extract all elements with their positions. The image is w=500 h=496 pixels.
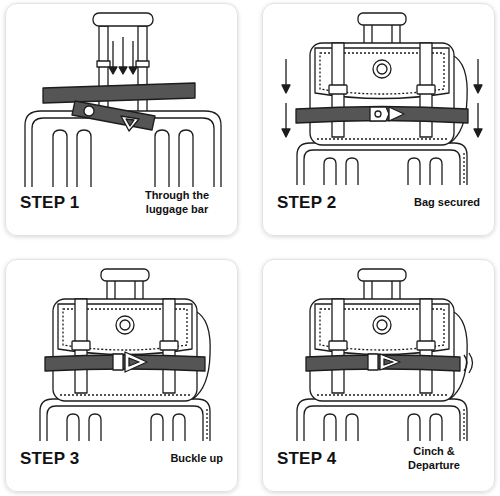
- card-footer: STEP 2 Bag secured: [277, 183, 480, 223]
- step-1-illustration: [25, 13, 221, 187]
- step-2-illustration: [282, 13, 482, 185]
- card-footer: STEP 4 Cinch & Departure: [277, 439, 480, 479]
- card-footer: STEP 1 Through the luggage bar: [20, 183, 223, 223]
- step-caption: Through the luggage bar: [131, 189, 223, 217]
- step-number: STEP 3: [20, 449, 79, 469]
- step-card: STEP 1 Through the luggage bar: [5, 3, 238, 236]
- step-card: STEP 4 Cinch & Departure: [262, 259, 495, 492]
- step-caption: Bag secured: [414, 196, 480, 210]
- step-4-illustration: [297, 269, 473, 441]
- step-number: STEP 2: [277, 193, 336, 213]
- step-caption: Cinch & Departure: [388, 445, 480, 473]
- step-3-illustration: [40, 269, 210, 441]
- step-caption: Buckle up: [170, 452, 223, 466]
- step-card: STEP 2 Bag secured: [262, 3, 495, 236]
- step-card: STEP 3 Buckle up: [5, 259, 238, 492]
- step-number: STEP 1: [20, 193, 79, 213]
- step-number: STEP 4: [277, 449, 336, 469]
- card-footer: STEP 3 Buckle up: [20, 439, 223, 479]
